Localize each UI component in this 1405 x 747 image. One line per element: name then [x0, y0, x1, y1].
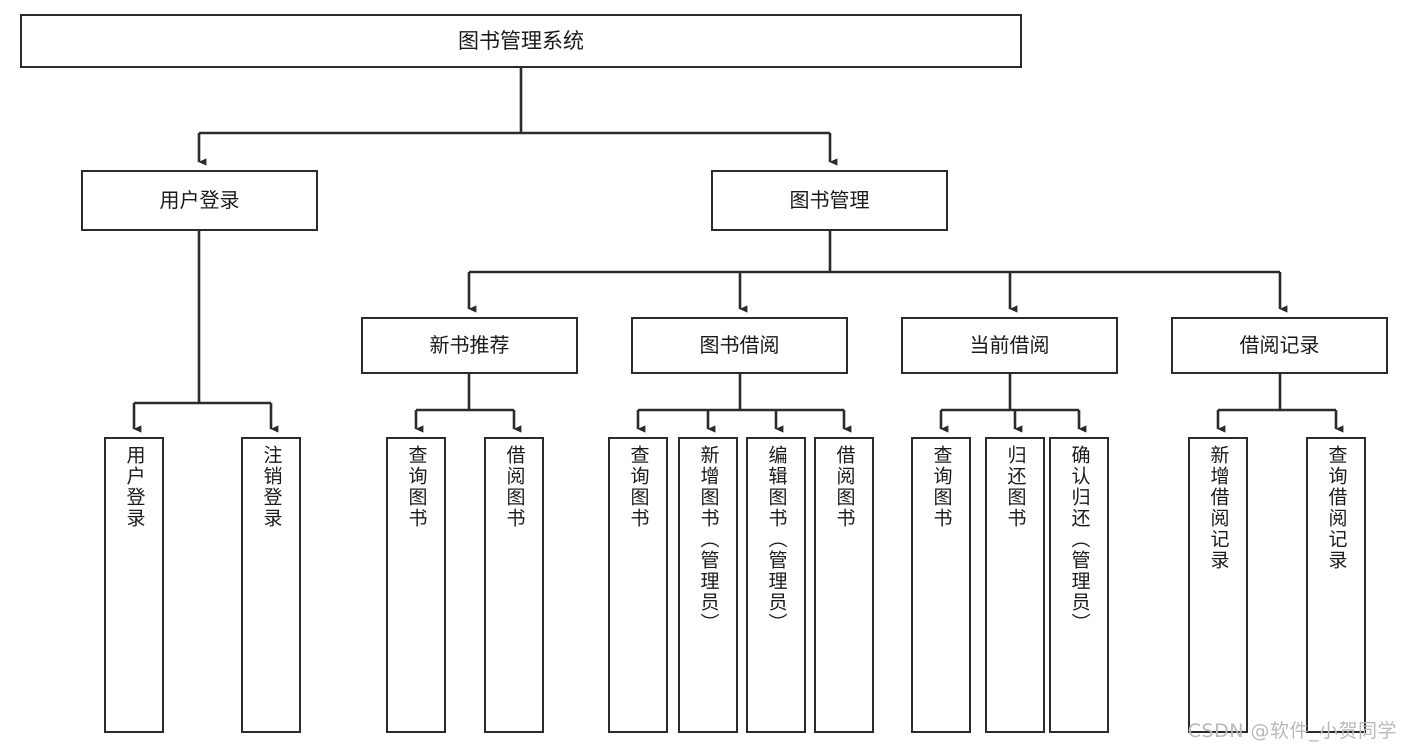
- node-leaf-query-book-rec[interactable]: 查询图书: [386, 437, 446, 733]
- node-leaf-return-book[interactable]: 归还图书: [985, 437, 1045, 733]
- node-root[interactable]: 图书管理系统: [20, 14, 1022, 68]
- node-new-book-recommend-label: 新书推荐: [429, 333, 510, 357]
- node-leaf-borrow-book-rec-label: 借阅图书: [503, 445, 526, 529]
- node-leaf-query-book-rec-label: 查询图书: [405, 445, 428, 529]
- node-leaf-add-book-admin-label: 新增图书（管理员）: [697, 445, 720, 634]
- node-leaf-logout-login[interactable]: 注销登录: [241, 437, 301, 733]
- node-leaf-borrow-book-rec[interactable]: 借阅图书: [484, 437, 544, 733]
- node-leaf-edit-book-admin[interactable]: 编辑图书（管理员）: [746, 437, 806, 733]
- node-leaf-user-login[interactable]: 用户登录: [104, 437, 164, 733]
- node-book-manage[interactable]: 图书管理: [711, 170, 948, 231]
- node-leaf-return-book-label: 归还图书: [1004, 445, 1027, 529]
- node-borrow-record-label: 借阅记录: [1239, 333, 1320, 357]
- node-leaf-query-book-borrow-label: 查询图书: [627, 445, 650, 529]
- node-new-book-recommend[interactable]: 新书推荐: [361, 317, 578, 374]
- node-root-label: 图书管理系统: [458, 28, 584, 53]
- node-leaf-query-borrow-record-label: 查询借阅记录: [1325, 445, 1348, 571]
- node-current-borrow-label: 当前借阅: [969, 333, 1050, 357]
- node-leaf-query-book-current-label: 查询图书: [930, 445, 953, 529]
- node-book-borrow[interactable]: 图书借阅: [631, 317, 848, 374]
- node-leaf-add-borrow-record-label: 新增借阅记录: [1207, 445, 1230, 571]
- node-leaf-user-login-label: 用户登录: [123, 445, 146, 529]
- node-user-login-label: 用户登录: [159, 188, 240, 212]
- node-leaf-query-book-borrow[interactable]: 查询图书: [608, 437, 668, 733]
- node-current-borrow[interactable]: 当前借阅: [901, 317, 1118, 374]
- node-leaf-add-book-admin[interactable]: 新增图书（管理员）: [678, 437, 738, 733]
- node-leaf-borrow-book-label: 借阅图书: [833, 445, 856, 529]
- node-leaf-logout-login-label: 注销登录: [260, 445, 283, 529]
- watermark-text: CSDN @软件_小贺同学: [1187, 720, 1397, 742]
- node-user-login[interactable]: 用户登录: [81, 170, 318, 231]
- node-leaf-confirm-return-admin[interactable]: 确认归还（管理员）: [1049, 437, 1109, 733]
- node-leaf-query-book-current[interactable]: 查询图书: [911, 437, 971, 733]
- node-book-borrow-label: 图书借阅: [699, 333, 780, 357]
- node-book-manage-label: 图书管理: [789, 188, 870, 212]
- node-leaf-confirm-return-admin-label: 确认归还（管理员）: [1068, 445, 1091, 634]
- node-leaf-borrow-book[interactable]: 借阅图书: [814, 437, 874, 733]
- node-borrow-record[interactable]: 借阅记录: [1171, 317, 1388, 374]
- node-leaf-add-borrow-record[interactable]: 新增借阅记录: [1188, 437, 1248, 733]
- node-leaf-query-borrow-record[interactable]: 查询借阅记录: [1306, 437, 1366, 733]
- node-leaf-edit-book-admin-label: 编辑图书（管理员）: [765, 445, 788, 634]
